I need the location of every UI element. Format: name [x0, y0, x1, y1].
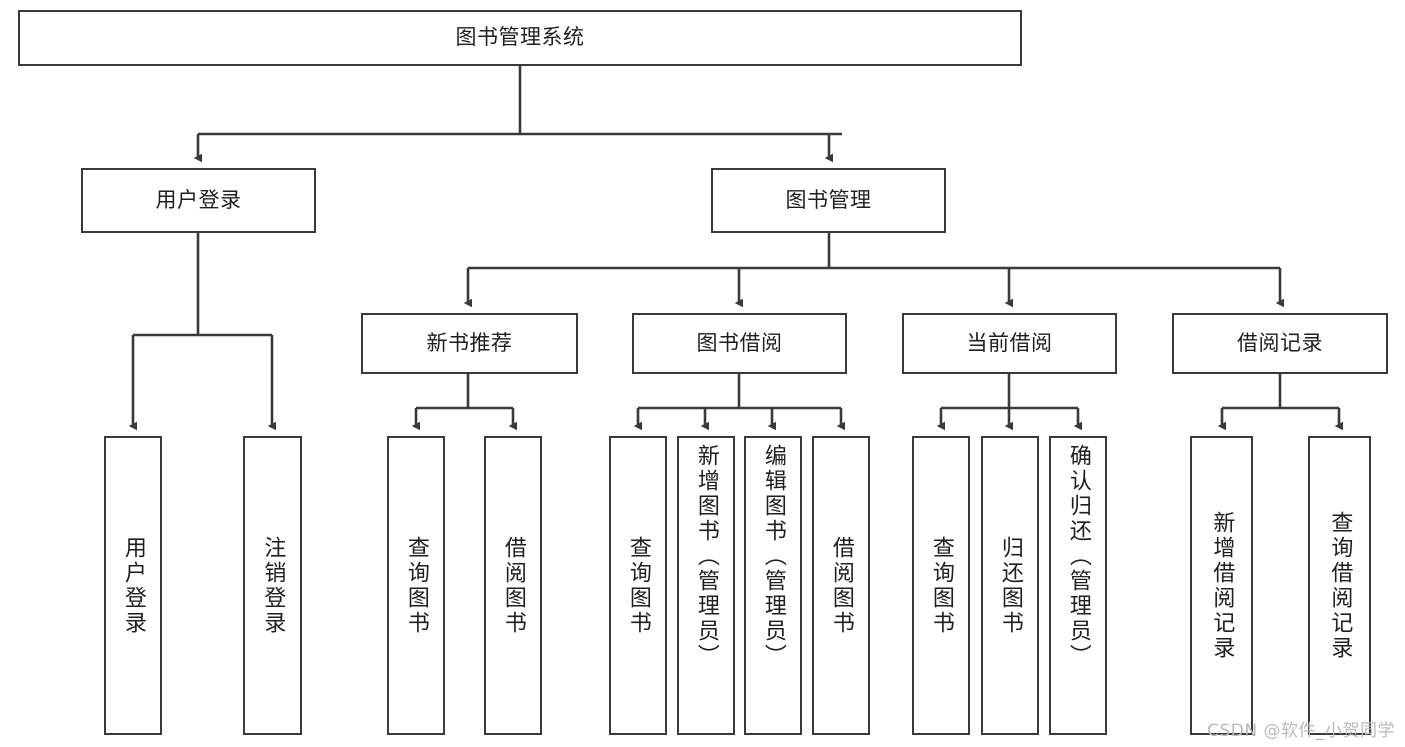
- node-label: 用户登录: [155, 187, 242, 212]
- node-label: 查询图书: [928, 535, 954, 636]
- leaf-add-borrow-record[interactable]: 新增借阅记录: [1190, 436, 1253, 735]
- node-new-book-recommend[interactable]: 新书推荐: [361, 313, 578, 374]
- node-user-login[interactable]: 用户登录: [81, 168, 316, 233]
- node-current-borrow[interactable]: 当前借阅: [902, 313, 1117, 374]
- node-label: 图书管理系统: [455, 25, 585, 50]
- node-label: 借阅图书: [828, 535, 854, 636]
- leaf-logout-login[interactable]: 注销登录: [243, 436, 302, 735]
- node-label: 借阅图书: [500, 535, 526, 636]
- node-label: 图书管理: [785, 187, 872, 212]
- node-label: 借阅记录: [1237, 330, 1323, 355]
- leaf-query-books-recommend[interactable]: 查询图书: [387, 436, 445, 735]
- leaf-query-borrow-record[interactable]: 查询借阅记录: [1308, 436, 1371, 735]
- node-label: 新增借阅记录: [1209, 510, 1235, 661]
- node-label: 查询借阅记录: [1327, 510, 1353, 661]
- node-label: 查询图书: [625, 535, 651, 636]
- leaf-borrow-books-recommend[interactable]: 借阅图书: [484, 436, 542, 735]
- node-label: 用户登录: [120, 535, 146, 636]
- node-label: 注销登录: [260, 535, 286, 636]
- leaf-user-login[interactable]: 用户登录: [104, 436, 162, 735]
- node-root-system[interactable]: 图书管理系统: [18, 10, 1022, 66]
- node-borrow-records[interactable]: 借阅记录: [1172, 313, 1388, 374]
- node-label: 新增图书（管理员）: [693, 444, 719, 669]
- node-label: 图书借阅: [696, 330, 783, 355]
- watermark-text: CSDN @软件_小贺同学: [1207, 721, 1395, 741]
- node-label: 归还图书: [997, 535, 1023, 636]
- leaf-add-book-admin[interactable]: 新增图书（管理员）: [677, 436, 735, 735]
- node-label: 当前借阅: [966, 330, 1053, 355]
- leaf-return-books[interactable]: 归还图书: [981, 436, 1039, 735]
- leaf-query-books-current[interactable]: 查询图书: [912, 436, 970, 735]
- node-label: 确认归还（管理员）: [1065, 444, 1091, 669]
- node-book-management[interactable]: 图书管理: [711, 168, 946, 233]
- leaf-borrow-books[interactable]: 借阅图书: [812, 436, 870, 735]
- leaf-confirm-return-admin[interactable]: 确认归还（管理员）: [1049, 436, 1107, 735]
- node-label: 查询图书: [403, 535, 429, 636]
- leaf-query-books-borrow[interactable]: 查询图书: [609, 436, 667, 735]
- node-label: 编辑图书（管理员）: [760, 444, 786, 669]
- node-book-borrow[interactable]: 图书借阅: [632, 313, 847, 374]
- leaf-edit-book-admin[interactable]: 编辑图书（管理员）: [744, 436, 802, 735]
- node-label: 新书推荐: [426, 330, 513, 355]
